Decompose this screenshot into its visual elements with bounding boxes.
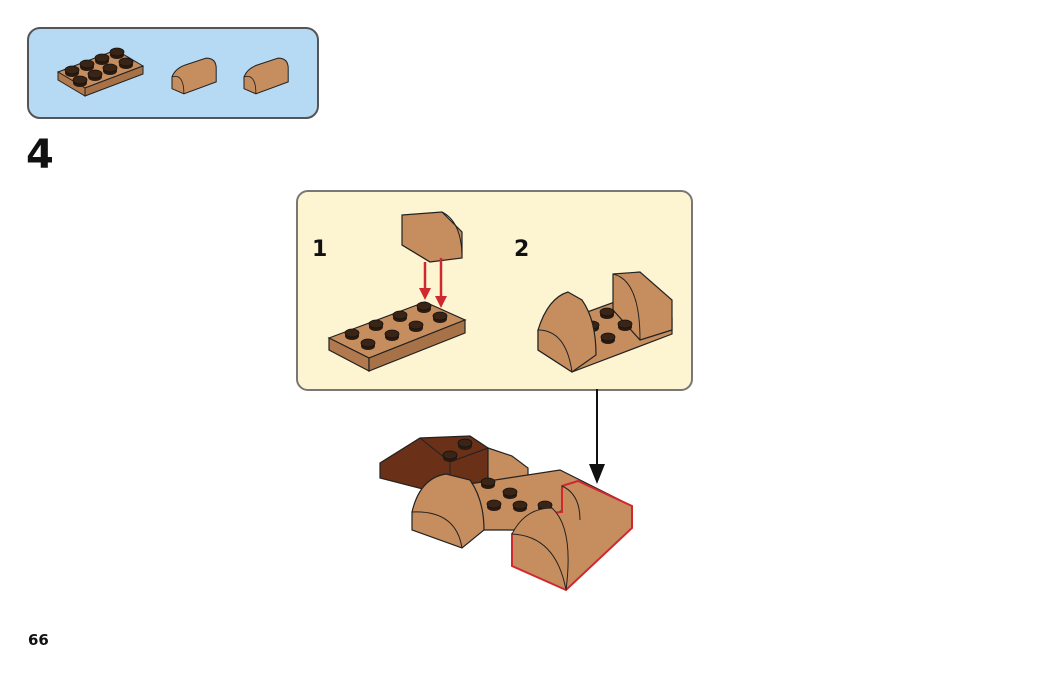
substep-2-illustration xyxy=(537,271,673,373)
substep-number-2: 2 xyxy=(514,237,530,262)
plate-2x4-icon xyxy=(56,47,145,97)
placement-arrow-icon xyxy=(419,258,447,308)
curved-slope-icon xyxy=(171,57,217,95)
substep-number-1: 1 xyxy=(312,237,328,262)
highlighted-new-part xyxy=(511,479,633,592)
curved-slope-icon xyxy=(243,57,289,95)
substep-1-illustration xyxy=(327,211,467,372)
step-number: 4 xyxy=(26,132,54,178)
page-number: 66 xyxy=(28,631,49,649)
down-arrow-icon xyxy=(589,389,605,484)
assembled-model-illustration xyxy=(379,435,633,592)
